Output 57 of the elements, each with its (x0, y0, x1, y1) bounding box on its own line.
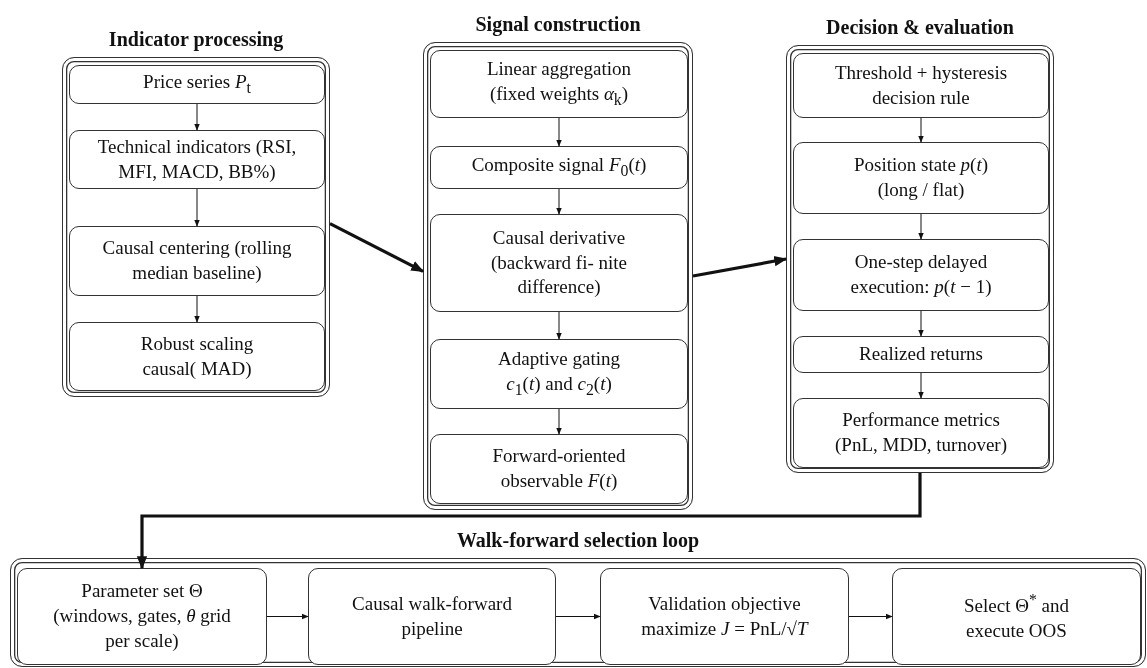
process-box (793, 53, 1049, 118)
group-title: Indicator processing (107, 28, 285, 51)
step-text: Realized returns (858, 342, 984, 367)
group-title: Decision & evaluation (825, 16, 1015, 39)
step-text: Performance metrics (PnL, MDD, turnover) (834, 408, 1008, 457)
step-text: Technical indicators (RSI, MFI, MACD, BB%) (96, 134, 298, 184)
arrow (918, 372, 924, 399)
arrow (556, 408, 562, 435)
arrow (692, 256, 788, 278)
step-text: Select Θ$^{*}$ and execute OOS (963, 589, 1070, 643)
arrow (194, 188, 200, 227)
process-box (69, 226, 325, 296)
process-box (308, 568, 556, 665)
process-box (69, 322, 325, 391)
step-text: Linear aggregation (fixed weights α$_{k}$) (486, 57, 632, 110)
process-box (69, 65, 325, 104)
process-box (430, 50, 688, 118)
process-box (69, 130, 325, 189)
step-text: Parameter set Θ (windows, gates, θ grid per scale) (52, 579, 232, 653)
arrow (556, 311, 562, 340)
arrow (918, 213, 924, 240)
step-text: Robust scaling causal( MAD) (139, 331, 255, 381)
step-text: Composite signal F$_{0}$(t) (470, 153, 648, 182)
arrow (556, 188, 562, 215)
arrow (194, 295, 200, 323)
step-text: Causal derivative (backward fi- nite difference) (489, 225, 629, 300)
arrow (266, 613, 309, 620)
step-text: Position state p(t) (long / flat) (852, 153, 990, 202)
arrow (918, 117, 924, 143)
arrow (556, 117, 562, 147)
process-box (600, 568, 849, 665)
process-box (17, 568, 267, 665)
arrow (329, 222, 425, 273)
process-box (793, 398, 1049, 468)
arrow (918, 310, 924, 337)
group-title: Walk-forward selection loop (455, 529, 701, 552)
process-box (430, 434, 688, 504)
process-box (793, 142, 1049, 214)
arrow (194, 103, 200, 131)
process-box (430, 146, 688, 189)
step-text: Causal walk-forward pipeline (351, 591, 513, 641)
step-text: Causal centering (rolling median baseline) (101, 236, 293, 285)
group-title: Signal construction (474, 13, 642, 36)
arrow (136, 473, 922, 570)
arrow (848, 613, 893, 620)
step-text: Forward-oriented observable F(t) (491, 444, 627, 493)
step-text: Threshold + hysteresis decision rule (833, 60, 1009, 110)
process-box (430, 214, 688, 312)
process-box (793, 336, 1049, 373)
step-text: One-step delayed execution: p(t − 1) (849, 250, 993, 299)
process-box (892, 568, 1141, 665)
step-text: Validation objective maximize J = PnL/√T (640, 591, 810, 641)
process-box (430, 339, 688, 409)
arrow (555, 613, 601, 620)
step-text: Adaptive gating c$_{1}$(t) and c$_{2}$(t) (497, 347, 621, 400)
process-box (793, 239, 1049, 311)
step-text: Price series P$_{t}$ (142, 70, 252, 99)
